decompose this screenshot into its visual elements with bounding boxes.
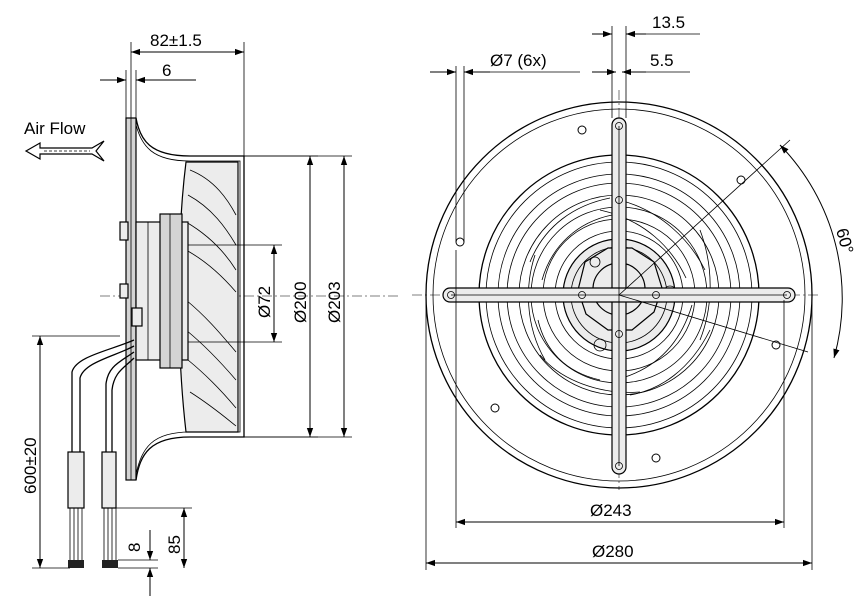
dim-flange-thickness: 6 xyxy=(162,61,171,80)
side-view: Air Flow 82±1.5 6 Ø72 Ø200 Ø203 xyxy=(21,31,400,596)
dim-inlet-diameter: Ø200 xyxy=(291,281,310,323)
air-flow-arrow-icon xyxy=(24,140,105,162)
inlet-ring xyxy=(135,117,245,481)
impeller-blades xyxy=(185,169,237,427)
dim-hub-diameter: Ø72 xyxy=(255,286,274,318)
dim-cable-length: 600±20 xyxy=(21,437,40,494)
dim-sleeve-length: 85 xyxy=(165,535,184,554)
cable-sleeve-right xyxy=(101,451,117,509)
dim-total-depth: 82±1.5 xyxy=(150,31,202,50)
dim-bolt-circle: Ø243 xyxy=(590,501,632,520)
dim-bar-width: 13.5 xyxy=(652,13,685,32)
dim-hole-angle: 60° xyxy=(832,226,857,256)
dim-bar-slot: 5.5 xyxy=(650,51,674,70)
dim-wire-strip: 8 xyxy=(125,543,144,552)
air-flow-label: Air Flow xyxy=(24,119,86,138)
dim-hole-diameter: Ø7 (6x) xyxy=(490,51,547,70)
cable-bundle xyxy=(71,339,135,508)
front-view: Ø7 (6x) 13.5 5.5 Ø243 Ø280 60° xyxy=(412,13,857,570)
dim-outer-diameter: Ø203 xyxy=(325,281,344,323)
dim-flange-diameter: Ø280 xyxy=(592,542,634,561)
cable-sleeve-left xyxy=(67,451,85,509)
